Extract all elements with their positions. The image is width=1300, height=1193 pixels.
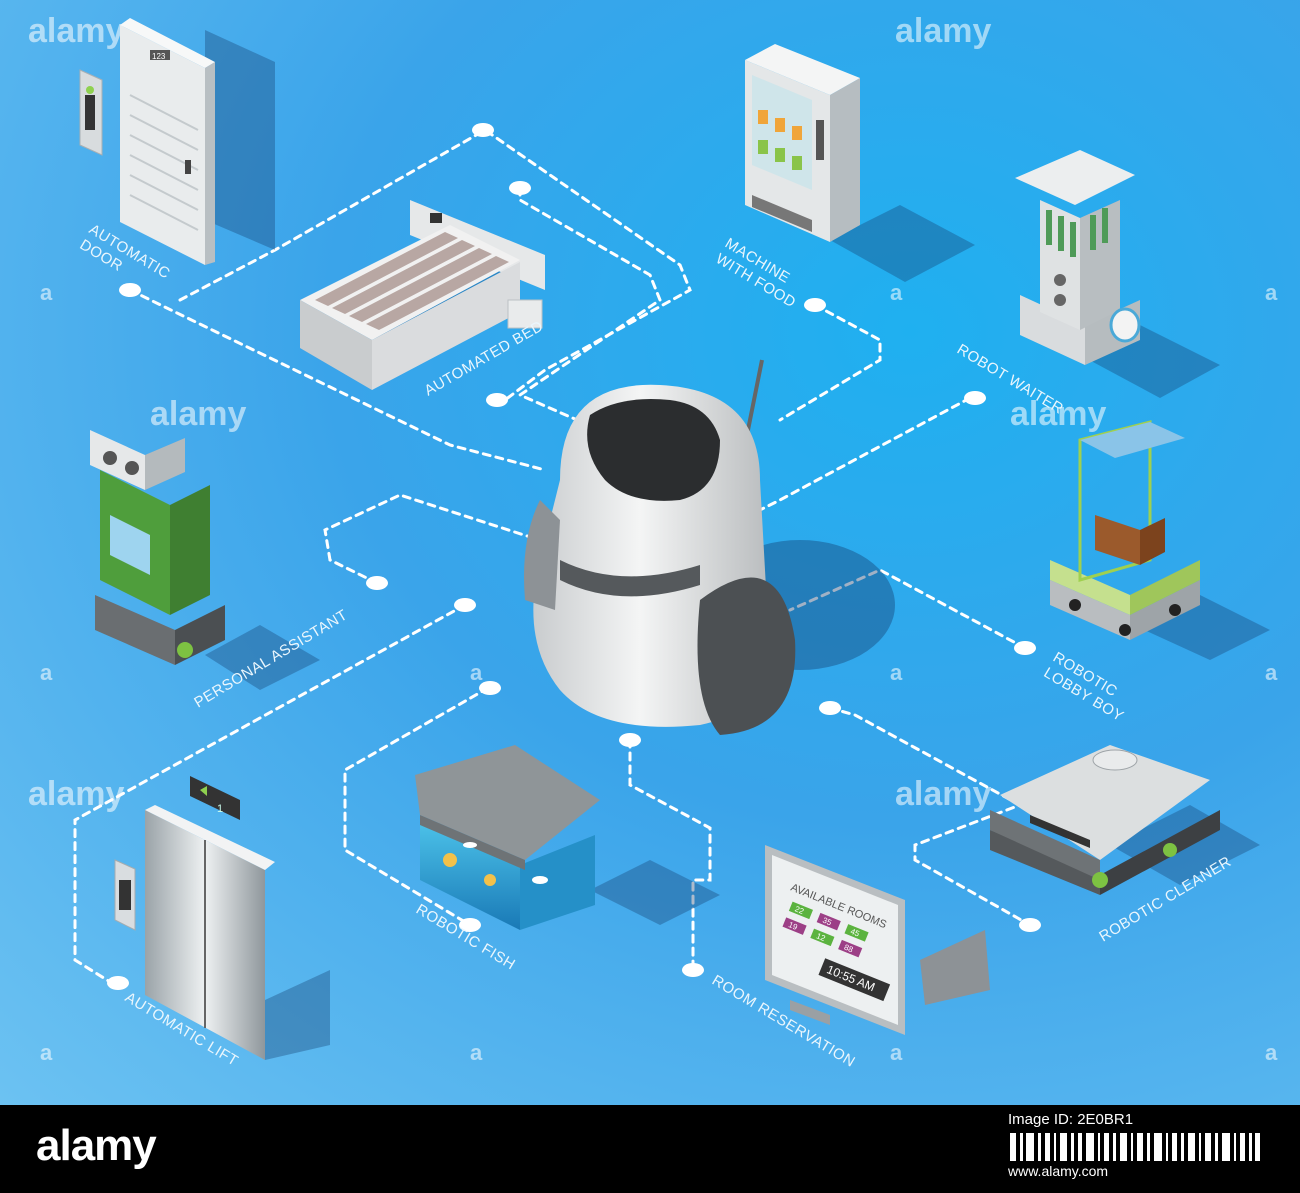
watermark-text: alamy <box>1010 395 1106 433</box>
image-id-text: Image ID: 2E0BR1 <box>1008 1111 1134 1128</box>
door-number: 123 <box>152 52 166 61</box>
robot-waiter-illustration <box>1015 150 1220 398</box>
watermark-mark: a <box>40 660 53 685</box>
lift-floor: 1 <box>217 803 223 815</box>
watermark-text: alamy <box>28 775 124 813</box>
watermark-text: alamy <box>895 775 991 813</box>
central-robot-illustration <box>524 359 895 735</box>
connector-food2 <box>778 303 882 422</box>
connector-bed <box>178 128 692 402</box>
watermark-mark: a <box>1265 660 1278 685</box>
connector-lift <box>73 603 467 987</box>
watermark-mark: a <box>40 280 53 305</box>
connector-food <box>516 186 662 432</box>
room-reservation-illustration: AVAILABLE ROOMS 22 35 45 19 12 88 10:55 … <box>765 845 990 1035</box>
watermark-mark: a <box>470 1040 483 1065</box>
personal-assistant-illustration <box>90 430 320 690</box>
connector-assistant <box>323 493 557 585</box>
connector-waiter <box>738 396 972 522</box>
barcode-graphic <box>1010 1133 1260 1161</box>
room-number: 88 <box>843 943 855 955</box>
watermark-layer: alamy alamy alamy alamy alamy alamy alam… <box>28 12 1278 1065</box>
room-number: 35 <box>821 916 833 928</box>
connector-lobby <box>788 568 1027 650</box>
connector-lines <box>73 128 1032 987</box>
watermark-text: alamy <box>28 12 124 50</box>
watermark-mark: a <box>890 660 903 685</box>
automated-bed-illustration <box>300 200 545 390</box>
robotic-cleaner-illustration <box>990 745 1260 895</box>
connector-nodes <box>107 123 1041 990</box>
lobby-boy-illustration <box>1050 420 1270 660</box>
footer-brand: alamy <box>36 1121 157 1170</box>
room-number: 45 <box>849 927 861 939</box>
flowchart-svg: alamy alamy alamy alamy alamy alamy alam… <box>28 12 1278 1071</box>
watermark-mark: a <box>1265 280 1278 305</box>
connector-cleaner <box>828 706 1032 927</box>
watermark-mark: a <box>890 1040 903 1065</box>
room-number: 12 <box>815 931 827 943</box>
watermark-mark: a <box>470 660 483 685</box>
label-machine-with-food: Machine with food <box>713 235 808 312</box>
footer-url: www.alamy.com <box>1008 1163 1109 1179</box>
connector-fish <box>343 686 490 927</box>
watermark-text: alamy <box>150 395 246 433</box>
stock-footer: alamy Image ID: 2E0BR1 www.alamy.com <box>0 1105 1300 1193</box>
watermark-mark: a <box>890 280 903 305</box>
watermark-text: alamy <box>895 12 991 50</box>
connector-door <box>128 288 547 472</box>
food-machine-illustration <box>745 44 975 282</box>
diagram-canvas: alamy alamy alamy alamy alamy alamy alam… <box>0 0 1300 1105</box>
automatic-door-illustration: 123 <box>79 18 275 265</box>
label-robotic-lobby-boy: Robotic lobby boy <box>1041 649 1136 725</box>
room-number: 19 <box>787 920 799 932</box>
watermark-mark: a <box>40 1040 53 1065</box>
connector-reservation <box>628 738 712 972</box>
robotic-fish-illustration <box>415 745 720 930</box>
automatic-lift-illustration: 1 <box>114 776 330 1060</box>
watermark-mark: a <box>1265 1040 1278 1065</box>
room-number: 22 <box>793 904 805 916</box>
